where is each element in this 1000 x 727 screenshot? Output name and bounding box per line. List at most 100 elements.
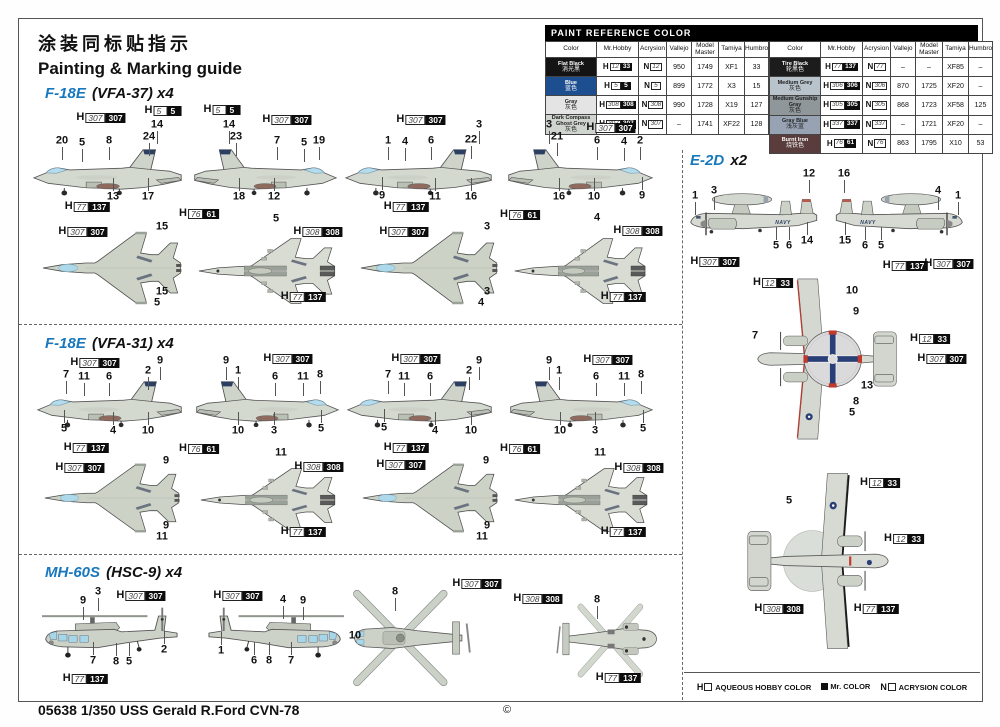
paint-value-cell: 53 <box>968 133 993 154</box>
leader-line <box>148 178 149 191</box>
paint-value-cell: 990 <box>666 95 692 115</box>
leader-line <box>226 367 227 380</box>
callout-number: 8 <box>637 368 645 381</box>
leader-line <box>304 149 305 162</box>
e2d-top-view <box>752 272 902 446</box>
callout-number: 6 <box>271 370 279 383</box>
leader-line <box>269 642 270 655</box>
callout-number: 9 <box>378 189 386 202</box>
legend-aqueous: H AQUEOUS HOBBY COLOR <box>697 682 811 692</box>
callout-number: 7 <box>89 654 97 667</box>
leader-line <box>320 381 321 394</box>
callout-number: 10 <box>845 284 859 297</box>
callout-number: 13 <box>106 190 120 203</box>
leader-line <box>254 642 255 655</box>
callout-number: 6 <box>592 370 600 383</box>
callout-number: 8 <box>316 368 324 381</box>
leader-line <box>229 131 230 144</box>
leader-line <box>274 178 275 191</box>
leader-line <box>149 143 150 156</box>
callout-number: 11 <box>156 530 168 543</box>
callout-number: 5 <box>772 239 780 252</box>
leader-line <box>129 643 130 656</box>
callout-number: 3 <box>483 285 491 298</box>
callout-number: 16 <box>552 190 566 203</box>
leader-line <box>640 147 641 160</box>
leader-line <box>471 412 472 425</box>
leader-line <box>809 180 810 193</box>
leader-line <box>789 227 790 240</box>
kit-number-title: 05638 1/350 USS Gerald R.Ford CVN-78 <box>38 702 300 718</box>
leader-line <box>557 143 558 156</box>
callout-number: 5 <box>380 421 388 434</box>
legend-acrysion-label: ACRYSION COLOR <box>898 682 968 692</box>
callout-number: 9 <box>483 519 491 532</box>
leader-line <box>160 367 161 380</box>
callout-number: 8 <box>112 655 120 668</box>
leader-line <box>597 147 598 160</box>
callout-number: 5 <box>78 136 86 149</box>
leader-line <box>594 178 595 191</box>
callout-number: 3 <box>94 585 102 598</box>
callout-number: 1 <box>384 134 392 147</box>
open-box-icon <box>704 682 713 691</box>
leader-line <box>64 410 65 423</box>
leader-line <box>238 377 239 390</box>
leader-line <box>382 177 383 190</box>
squadron-label: x2 <box>726 152 748 169</box>
paint-table-title: PAINT REFERENCE COLOR <box>545 25 978 41</box>
legend-mr-label: Mr. COLOR <box>830 682 871 691</box>
callout-number: 7 <box>62 368 70 381</box>
leader-line <box>471 146 472 159</box>
filled-box-icon <box>821 683 829 690</box>
callout-number: 9 <box>545 354 553 367</box>
callout-number: 19 <box>312 134 326 147</box>
leader-line <box>597 606 598 619</box>
callout-number: 8 <box>265 654 273 667</box>
callout-number: 11 <box>398 370 410 383</box>
callout-number: 11 <box>618 370 630 383</box>
squadron-label: (VFA-31) x4 <box>87 335 174 352</box>
callout-number: 1 <box>555 364 563 377</box>
callout-number: 9 <box>162 454 170 467</box>
leader-line <box>807 222 808 235</box>
callout-number: 3 <box>483 220 491 233</box>
leader-line <box>643 410 644 423</box>
callout-number: 11 <box>78 370 90 383</box>
callout-number: 11 <box>594 446 606 459</box>
leader-line <box>62 147 63 160</box>
callout-number: 6 <box>785 239 793 252</box>
section-title-vfa37: F-18E (VFA-37) x4 <box>45 85 174 102</box>
callout-number: 20 <box>55 134 69 147</box>
leader-line <box>66 381 67 394</box>
leader-line <box>157 131 158 144</box>
callout-number: 13 <box>860 379 874 392</box>
callout-number: 4 <box>401 135 409 148</box>
callout-number: 5 <box>317 422 325 435</box>
